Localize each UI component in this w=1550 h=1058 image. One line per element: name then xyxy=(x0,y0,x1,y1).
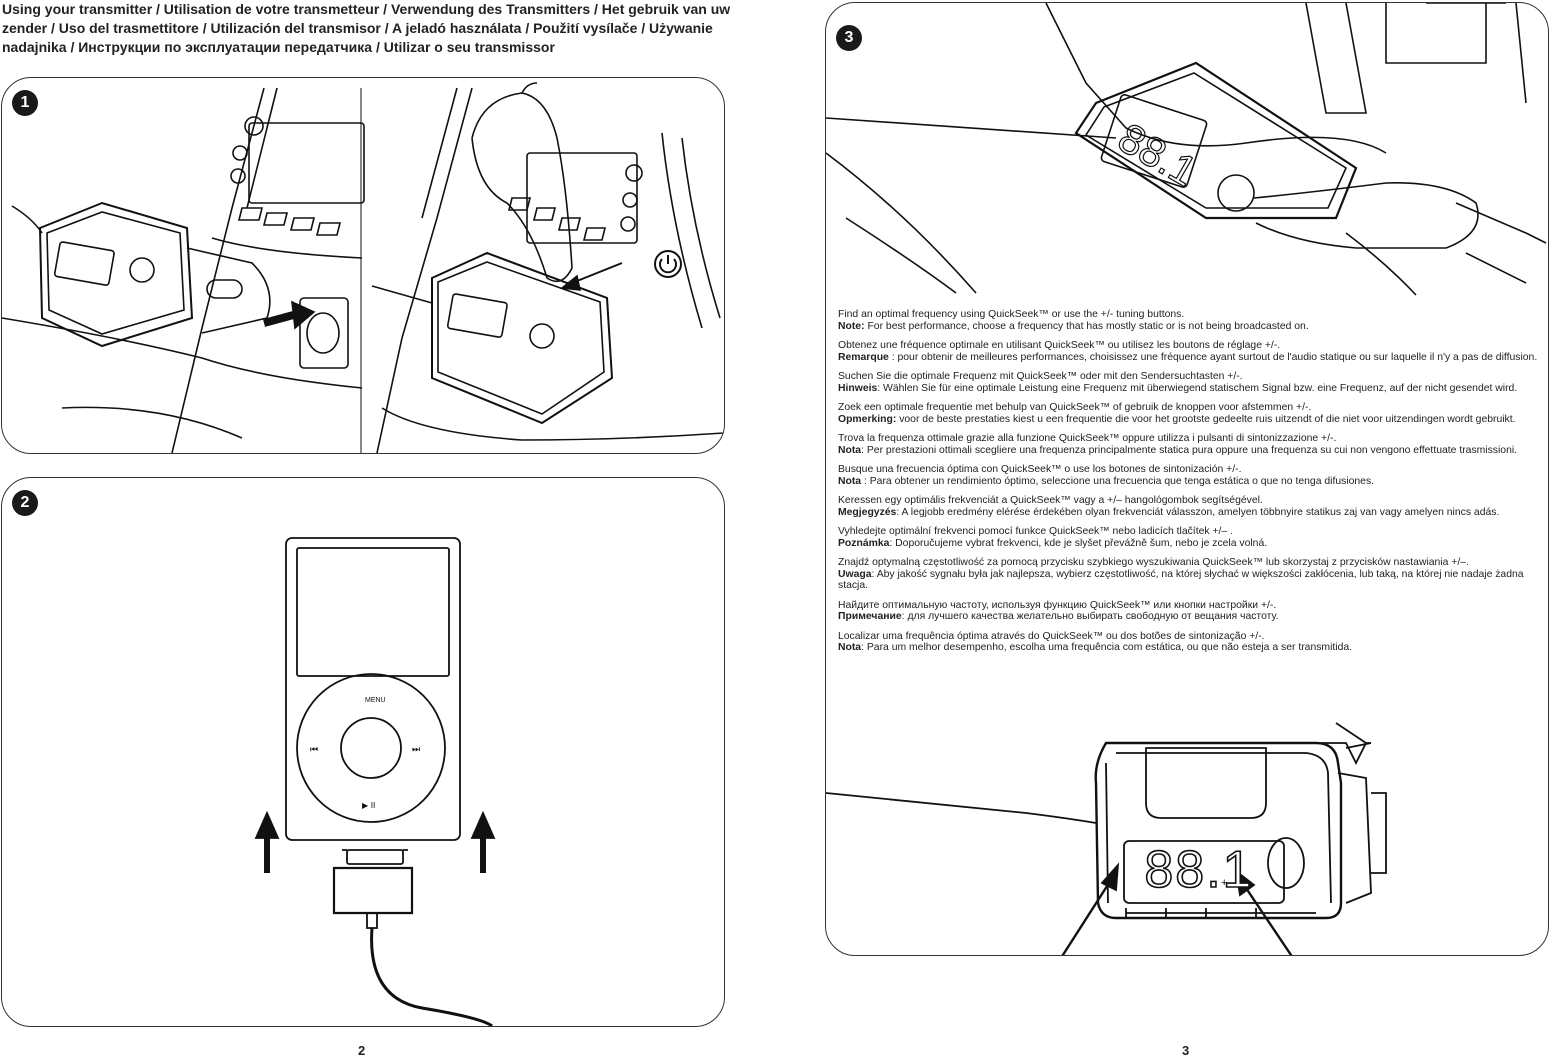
instruction-pl: Znajdź optymalną częstotliwość za pomocą… xyxy=(838,557,1543,592)
note-text: : A legjobb eredmény elérése érdekében o… xyxy=(896,506,1500,518)
instruction-es: Busque una frecuencia óptima con QuickSe… xyxy=(838,464,1543,487)
note-text: : Aby jakość sygnału była jak najlepsza,… xyxy=(838,568,1524,592)
instruction-en: Find an optimal frequency using QuickSee… xyxy=(838,309,1543,332)
ipod-previous-icon[interactable]: ⏮ xyxy=(310,745,318,755)
ipod-connection-illustration: MENU ⏮ ⏭ ▶ II xyxy=(254,537,496,1026)
instruction-de: Suchen Sie die optimale Frequenz mit Qui… xyxy=(838,371,1543,394)
instruction-note: Примечание: для лучшего качества желател… xyxy=(838,611,1543,623)
instruction-ru: Найдите оптимальную частоту, используя ф… xyxy=(838,600,1543,623)
page-number-right: 3 xyxy=(1182,1043,1190,1058)
step-2-badge: 2 xyxy=(12,490,38,516)
note-text: : Doporučujeme vybrat frekvenci, kde je … xyxy=(889,537,1268,549)
instruction-text: Obtenez une fréquence optimale en utilis… xyxy=(838,340,1281,351)
page-number-left: 2 xyxy=(358,1043,366,1058)
instruction-text: Localizar uma frequência óptima através … xyxy=(838,630,1265,642)
instruction-text: Найдите оптимальную частоту, используя ф… xyxy=(838,599,1277,611)
note-label: Poznámka xyxy=(838,537,890,549)
instruction-nl: Zoek een optimale frequentie met behulp … xyxy=(838,402,1543,425)
page-title: Using your transmitter / Utilisation de … xyxy=(2,1,731,55)
note-label: Примечание xyxy=(838,611,902,622)
instruction-note: Hinweis: Wählen Sie für eine optimale Le… xyxy=(838,383,1543,395)
step-2-panel: 2 MENU ⏮ ⏭ ▶ II xyxy=(1,477,725,1027)
note-label: Nota xyxy=(838,642,862,653)
instruction-note: Note: For best performance, choose a fre… xyxy=(838,321,1543,333)
instruction-note: Poznámka: Doporučujeme vybrat frekvenci,… xyxy=(838,538,1543,550)
step-3-panel: 3 88.1 xyxy=(825,2,1549,956)
note-text: : Para obtener un rendimiento óptimo, se… xyxy=(861,475,1375,487)
step-1-badge: 1 xyxy=(12,90,38,116)
instruction-pt: Localizar uma frequência óptima através … xyxy=(838,631,1543,654)
instruction-fr: Obtenez une fréquence optimale en utilis… xyxy=(838,340,1543,363)
step-1-panel: 1 xyxy=(1,77,725,454)
note-label: Nota xyxy=(838,475,862,487)
instruction-text: Find an optimal frequency using QuickSee… xyxy=(838,309,1185,320)
note-label: Hinweis xyxy=(838,382,878,394)
instruction-cs: Vyhledejte optimální frekvenci pomocí fu… xyxy=(838,526,1543,549)
note-text: : Per prestazioni ottimali scegliere una… xyxy=(861,444,1518,456)
instruction-text: Keressen egy optimális frekvenciát a Qui… xyxy=(838,495,1263,506)
note-label: Nota xyxy=(838,444,862,456)
note-text: : Wählen Sie für eine optimale Leistung … xyxy=(877,382,1518,394)
ipod-menu-label[interactable]: MENU xyxy=(365,697,386,704)
step-3-badge: 3 xyxy=(836,25,862,51)
note-text: voor de beste prestaties kiest u een fre… xyxy=(896,413,1516,425)
ipod-play-pause-icon[interactable]: ▶ II xyxy=(362,801,375,810)
note-label: Megjegyzés xyxy=(838,506,897,518)
instruction-it: Trova la frequenza ottimale grazie alla … xyxy=(838,433,1543,456)
instruction-text: Busque una frecuencia óptima con QuickSe… xyxy=(838,464,1242,475)
instruction-note: Opmerking: voor de beste prestaties kies… xyxy=(838,414,1543,426)
instruction-note: Megjegyzés: A legjobb eredmény elérése é… xyxy=(838,507,1543,519)
note-text: : для лучшего качества желательно выбира… xyxy=(901,611,1279,622)
instruction-text: Suchen Sie die optimale Frequenz mit Qui… xyxy=(838,371,1243,382)
car-plug-in-illustration xyxy=(2,82,724,453)
note-label: Uwaga xyxy=(838,568,872,580)
instruction-note: Nota : Para obtener un rendimiento óptim… xyxy=(838,476,1543,488)
note-label: Opmerking: xyxy=(838,413,897,425)
device-plus-button[interactable]: + xyxy=(1221,877,1228,889)
note-text: : pour obtenir de meilleures performance… xyxy=(888,351,1538,363)
instruction-text: Trova la frequenza ottimale grazie alla … xyxy=(838,433,1337,444)
device-display-large: 88.1 xyxy=(1144,840,1254,900)
instructions: Find an optimal frequency using QuickSee… xyxy=(838,309,1543,662)
quickseek-top-illustration: 88.1 xyxy=(826,3,1547,296)
instruction-text: Znajdź optymalną częstotliwość za pomocą… xyxy=(838,557,1469,568)
note-label: Note: xyxy=(838,320,865,332)
instruction-note: Remarque : pour obtenir de meilleures pe… xyxy=(838,352,1543,364)
ipod-next-icon[interactable]: ⏭ xyxy=(412,745,420,755)
instruction-note: Nota: Para um melhor desempenho, escolha… xyxy=(838,642,1543,654)
instruction-note: Uwaga: Aby jakość sygnału była jak najle… xyxy=(838,569,1543,592)
instruction-note: Nota: Per prestazioni ottimali scegliere… xyxy=(838,445,1543,457)
note-text: : Para um melhor desempenho, escolha uma… xyxy=(861,642,1353,653)
instruction-hu: Keressen egy optimális frekvenciát a Qui… xyxy=(838,495,1543,518)
note-text: For best performance, choose a frequency… xyxy=(864,320,1309,332)
note-label: Remarque xyxy=(838,351,889,363)
instruction-text: Zoek een optimale frequentie met behulp … xyxy=(838,402,1312,413)
instruction-text: Vyhledejte optimální frekvenci pomocí fu… xyxy=(838,526,1233,537)
